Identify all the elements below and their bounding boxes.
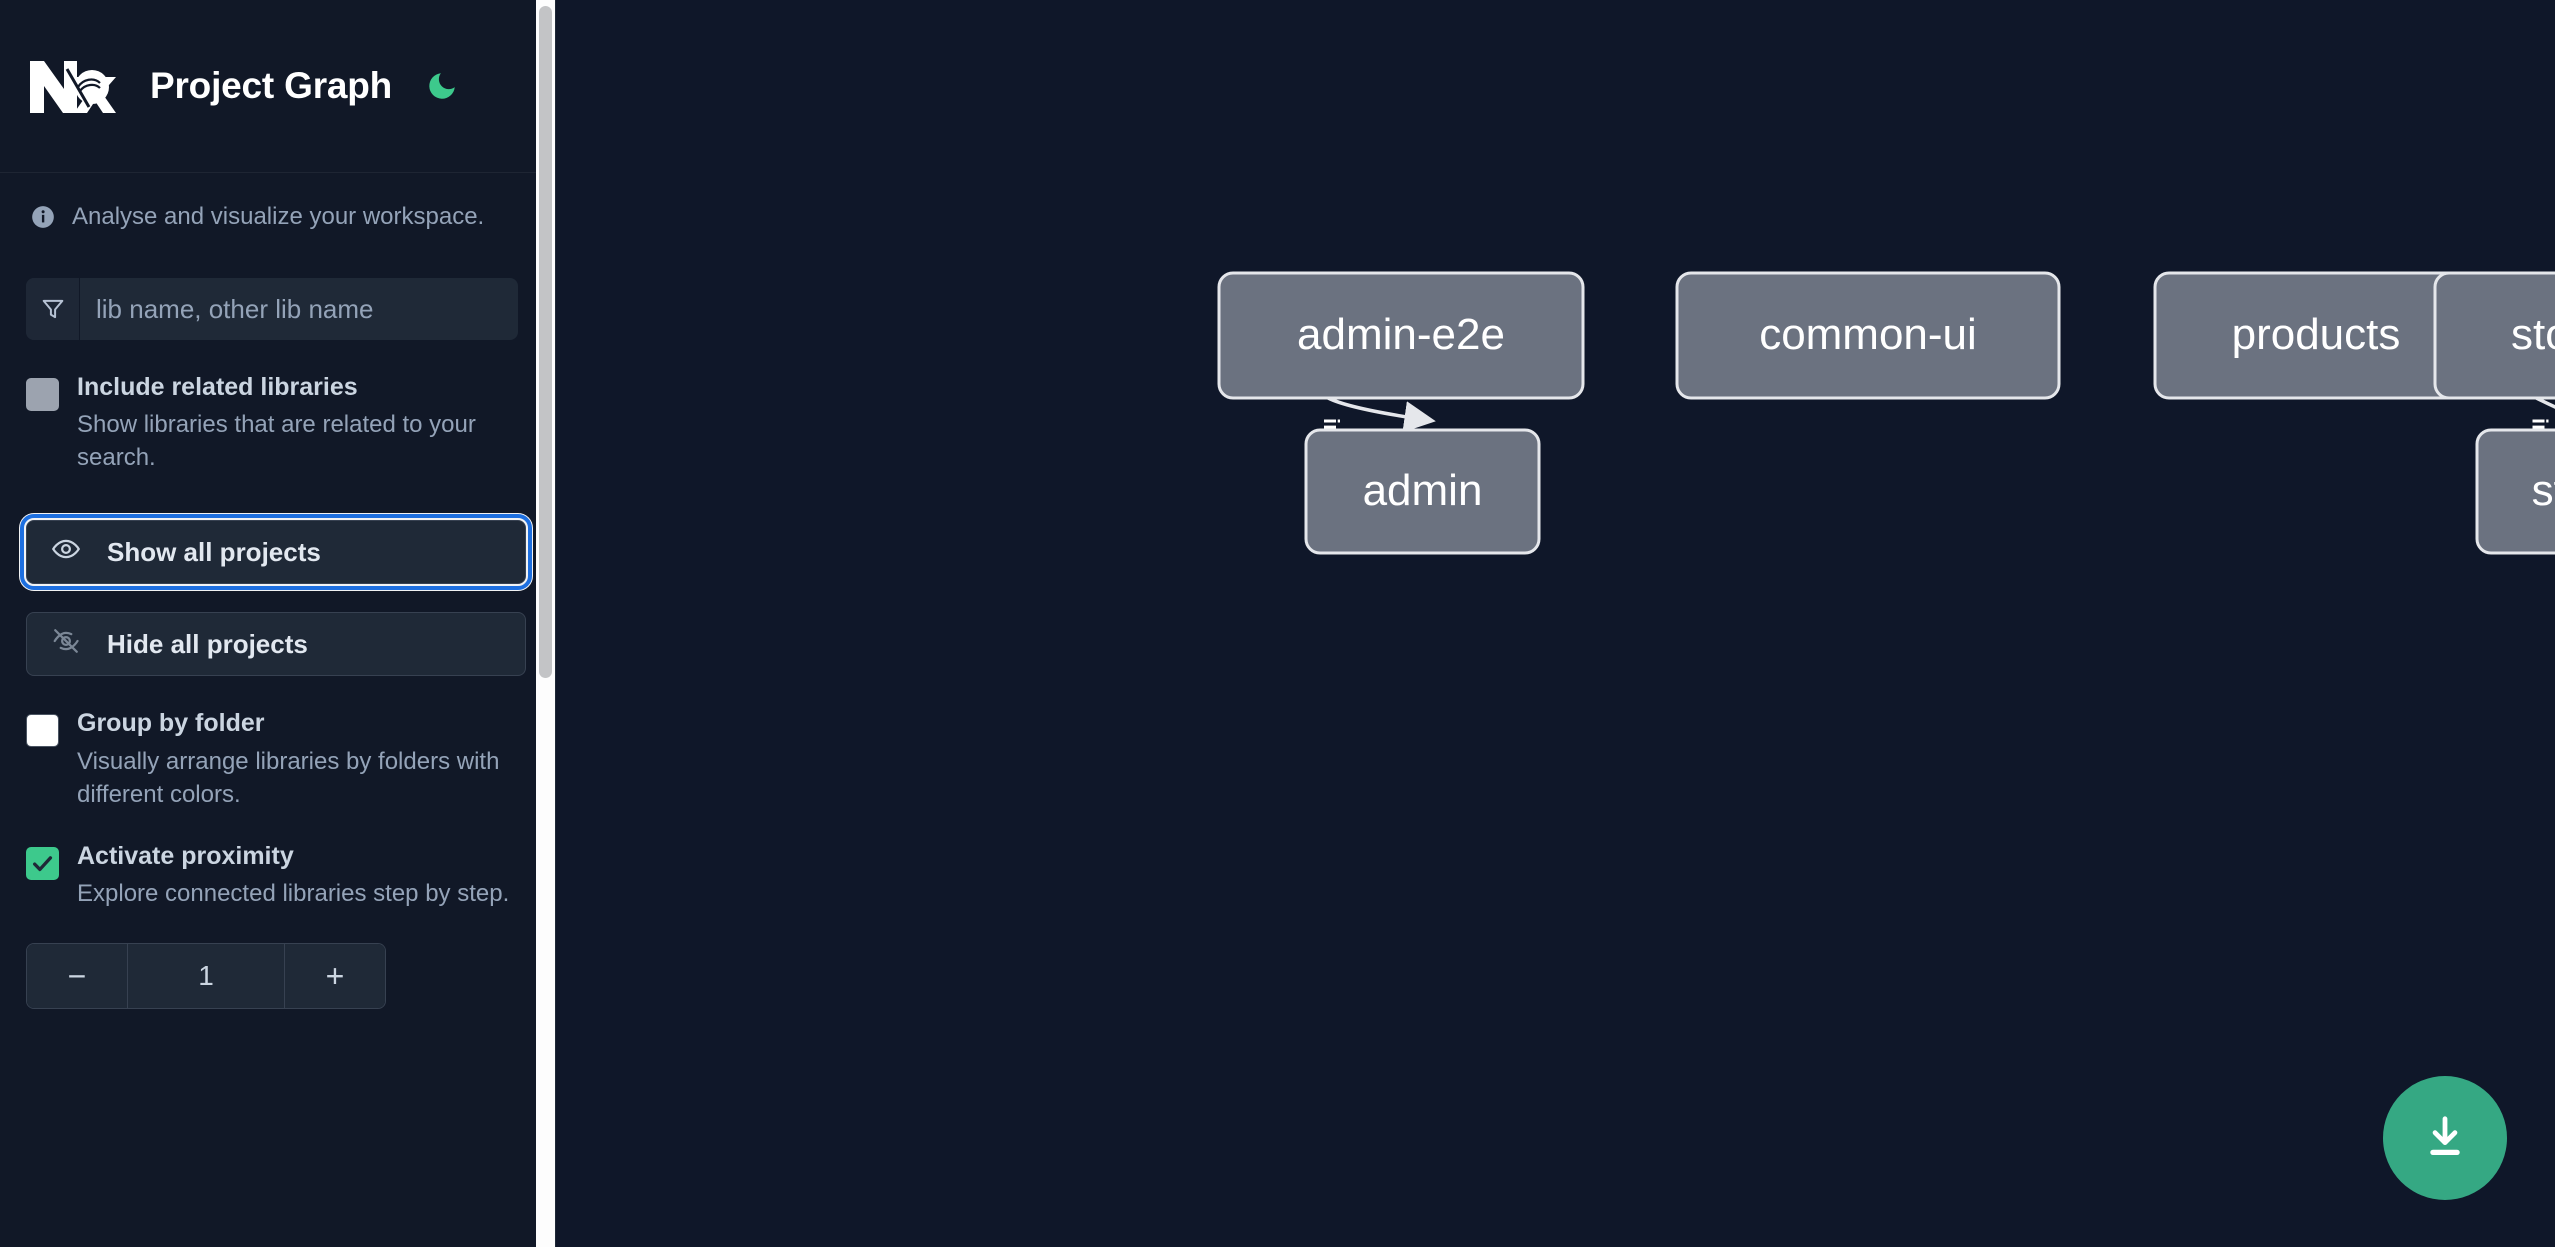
sidebar: Project Graph Analyse and visualize your…	[0, 0, 556, 1247]
option-group-by-folder[interactable]: Group by folder Visually arrange librari…	[0, 708, 555, 810]
show-all-projects-button[interactable]: Show all projects	[20, 514, 532, 591]
graph-node-label: admin-e2e	[1297, 310, 1505, 359]
graph-node-label: common-ui	[1759, 310, 1977, 359]
download-icon	[2419, 1111, 2471, 1166]
visibility-buttons: Show all projects Hide all projects	[0, 514, 555, 677]
group-by-folder-description: Visually arrange libraries by folders wi…	[77, 747, 500, 808]
filter-funnel-icon	[26, 278, 80, 340]
graph-node-label: products	[2232, 310, 2401, 359]
include-related-libraries-checkbox[interactable]	[26, 378, 59, 474]
graph-node-label: admin	[1363, 466, 1483, 515]
activate-proximity-checkbox[interactable]	[26, 846, 59, 910]
proximity-stepper: − 1 +	[26, 943, 386, 1010]
tagline: Analyse and visualize your workspace.	[0, 173, 555, 231]
search-field[interactable]	[26, 278, 518, 340]
graph-node-admin[interactable]: admin	[1304, 428, 1541, 555]
group-by-folder-checkbox[interactable]	[26, 714, 59, 810]
graph-node-admin-e2e[interactable]: admin-e2e	[1217, 271, 1585, 400]
page-title: Project Graph	[150, 65, 393, 106]
download-button[interactable]	[2383, 1076, 2507, 1200]
graph-canvas[interactable]: implicitimplicit admin-e2ecommon-uiprodu…	[556, 0, 2555, 1247]
include-related-libraries-description: Show libraries that are related to your …	[77, 411, 476, 472]
proximity-value: 1	[127, 944, 285, 1009]
proximity-decrement-button[interactable]: −	[27, 944, 127, 1009]
graph-nodes: admin-e2e common-ui products store-e2e admin…	[1217, 271, 2555, 555]
hide-all-projects-button[interactable]: Hide all projects	[26, 612, 526, 677]
sidebar-scrollbar-thumb[interactable]	[539, 6, 552, 678]
graph-node-label: store	[2532, 466, 2555, 515]
activate-proximity-description: Explore connected libraries step by step…	[77, 880, 510, 908]
graph-node-store[interactable]: store	[2475, 428, 2555, 555]
graph-node-store-e2e[interactable]: store-e2e	[2433, 271, 2555, 400]
eye-off-icon	[51, 626, 81, 663]
proximity-increment-button[interactable]: +	[285, 944, 385, 1009]
include-related-libraries-label: Include related libraries	[77, 373, 358, 401]
eye-icon	[51, 534, 81, 571]
show-all-projects-label: Show all projects	[107, 536, 321, 567]
group-by-folder-label: Group by folder	[77, 709, 265, 738]
nx-logo	[26, 57, 122, 115]
sidebar-scrollbar[interactable]	[536, 0, 555, 1247]
info-icon	[30, 204, 56, 230]
hide-all-projects-label: Hide all projects	[107, 628, 308, 659]
tagline-text: Analyse and visualize your workspace.	[72, 203, 485, 230]
graph-node-label: store-e2e	[2511, 310, 2555, 359]
graph-node-products[interactable]: products	[2153, 271, 2479, 400]
graph-node-common-ui[interactable]: common-ui	[1675, 271, 2061, 400]
moon-icon[interactable]	[420, 64, 464, 108]
search-input[interactable]	[80, 278, 518, 340]
sidebar-header: Project Graph	[0, 0, 555, 173]
option-activate-proximity[interactable]: Activate proximity Explore connected lib…	[0, 841, 555, 910]
option-include-related-libraries[interactable]: Include related libraries Show libraries…	[0, 372, 555, 474]
activate-proximity-label: Activate proximity	[77, 841, 294, 870]
project-graph-svg: implicitimplicit admin-e2ecommon-uiprodu…	[1217, 271, 2555, 555]
